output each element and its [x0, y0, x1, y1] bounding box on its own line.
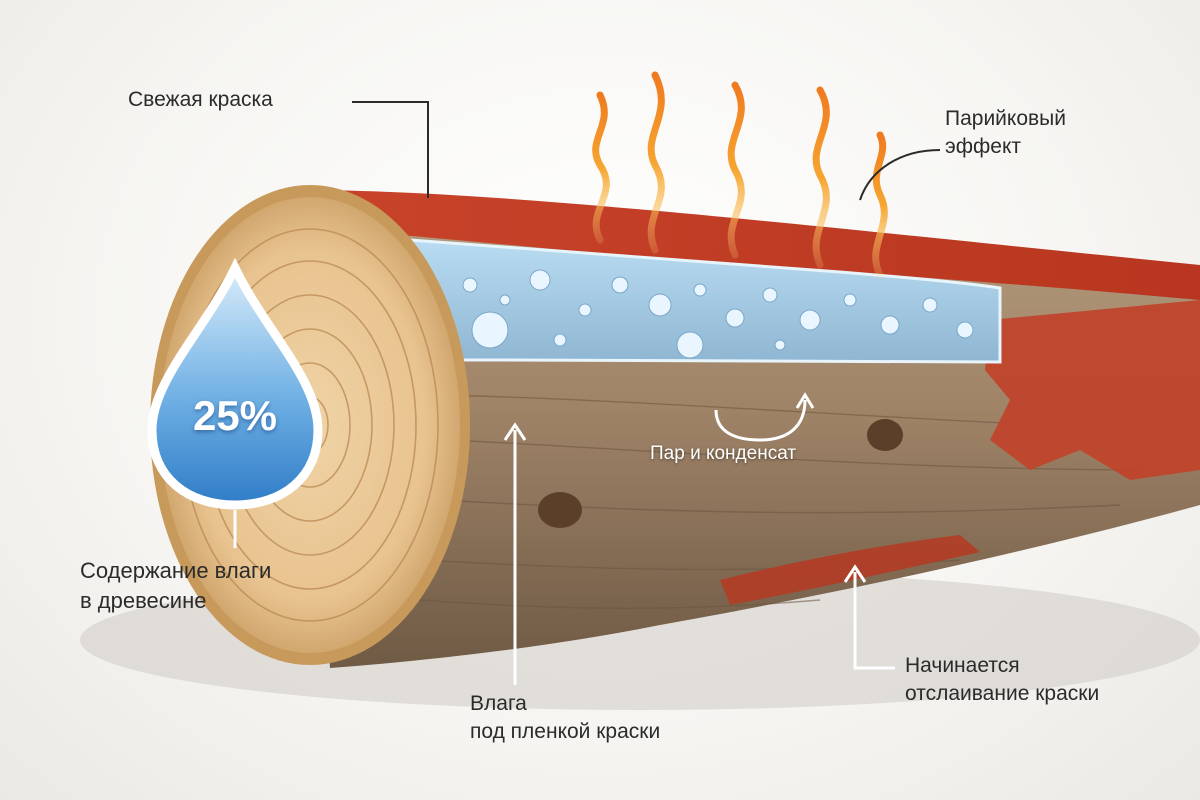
knot: [538, 492, 582, 528]
label-fresh-paint: Свежая краска: [128, 88, 273, 111]
water-droplets: [462, 269, 974, 359]
label-steam-condensate: Пар и конденсат: [650, 443, 797, 464]
label-peeling-starts: Начинается отслаивание краски: [905, 654, 1100, 705]
leader-lines: [352, 101, 941, 201]
paint-peel-right: [985, 300, 1200, 480]
water-drop-icon: [147, 257, 323, 510]
moisture-layer: [407, 238, 1002, 364]
knot: [867, 419, 903, 451]
label-moisture-content: Содержание влаги в древесине: [80, 558, 272, 613]
leader-arrows: [503, 392, 895, 685]
label-moisture-under-film: Влага под пленкой краски: [470, 692, 661, 743]
paint-peel-bottom: [720, 535, 980, 605]
label-sauna-effect: Парийковый эффект: [945, 107, 1066, 158]
moisture-percent-value: 25%: [192, 392, 278, 439]
steam-wisps: [592, 71, 888, 279]
paint-top: [300, 190, 1200, 300]
